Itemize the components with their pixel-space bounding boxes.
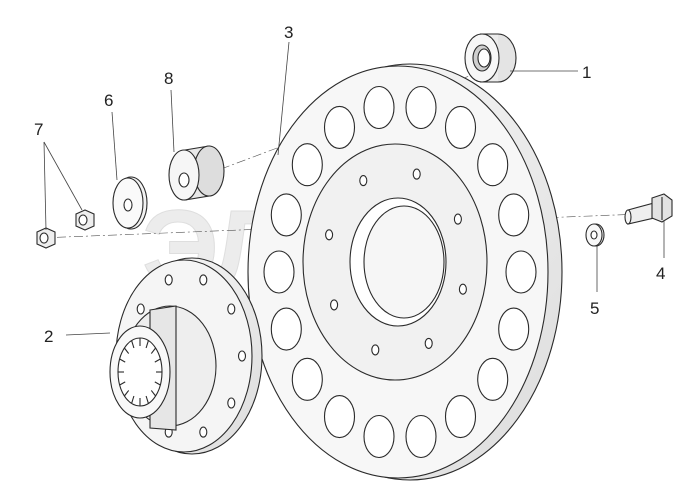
hub-spline-tooth: [145, 395, 149, 404]
part-7-nut-back: [75, 209, 95, 231]
flange-bolt-hole: [477, 357, 509, 401]
callout-labels: 1 2 3 4 5 6 7 8: [34, 23, 665, 346]
part-2-splined-hub: [109, 257, 263, 455]
flange-bolt-hole: [323, 395, 356, 439]
flange-bolt-holes: [263, 85, 537, 459]
flange-hub-hole: [412, 168, 421, 180]
hub-bolt-hole: [164, 274, 173, 286]
callout-5: 5: [590, 299, 599, 318]
hub-spline-tooth: [119, 358, 126, 363]
flange-hub-hole: [424, 337, 433, 349]
flange-bolt-hole: [323, 105, 356, 149]
flange-hub-hole: [371, 344, 380, 356]
flange-bolt-hole: [444, 105, 477, 149]
hub-bolt-hole: [227, 397, 236, 409]
flange-bolt-hole: [505, 250, 537, 294]
flange-hub-holes: [325, 168, 467, 356]
callout-7: 7: [34, 120, 43, 139]
flange-hub-hole: [330, 299, 339, 311]
flange-bolt-hole: [291, 143, 323, 187]
hub-spline-tooth: [150, 390, 157, 397]
flange-hub-hole: [325, 229, 334, 241]
hub-spline-tooth: [123, 390, 130, 397]
flange-bolt-hole: [270, 193, 302, 237]
hub-bolt-hole: [227, 303, 236, 315]
callout-3: 3: [284, 23, 293, 42]
flange-hub-hole: [359, 175, 368, 187]
part-8-spacer-sleeve: [168, 145, 225, 201]
part-4-bolt: [624, 193, 673, 225]
leader-lines: [43, 41, 665, 336]
hub-spline-tooth: [131, 340, 135, 349]
part-5-lock-washer: [585, 223, 605, 247]
hub-spline-tooth: [131, 395, 135, 404]
hub-spline-tooth: [145, 340, 149, 349]
flange-hub-hole: [453, 213, 462, 225]
flange-bolt-hole: [405, 414, 437, 459]
hub-spline-tooth: [150, 347, 157, 354]
callout-2: 2: [44, 327, 53, 346]
part-7-nut-front: [36, 227, 56, 249]
flange-bolt-hole: [498, 307, 530, 351]
hub-bolt-hole: [199, 426, 208, 438]
flange-bolt-hole: [363, 85, 395, 130]
hub-bolt-hole: [199, 274, 208, 286]
flange-bolt-hole: [263, 250, 295, 294]
part-6-washer: [112, 176, 148, 230]
hub-spline-tooth: [154, 358, 161, 363]
flange-bolt-hole: [498, 193, 530, 237]
callout-1: 1: [582, 63, 591, 82]
part-3-flange-disc: [247, 63, 563, 481]
flange-bolt-hole: [291, 357, 323, 401]
flange-bolt-hole: [363, 414, 395, 459]
hub-bolt-hole: [136, 303, 145, 315]
hub-bolt-hole: [237, 350, 247, 362]
hub-spline-tooth: [154, 381, 161, 386]
callout-4: 4: [656, 264, 665, 283]
flange-hub-hole: [458, 283, 467, 295]
hub-spline-tooth: [119, 381, 126, 386]
hub-splines: [118, 338, 162, 406]
flange-bolt-hole: [477, 143, 509, 187]
flange-bolt-hole: [405, 85, 437, 130]
callout-6: 6: [104, 91, 113, 110]
hub-spline-tooth: [123, 347, 130, 354]
part-1-bushing: [464, 33, 517, 83]
flange-bolt-hole: [444, 395, 477, 439]
callout-8: 8: [164, 69, 173, 88]
flange-bolt-hole: [270, 307, 302, 351]
